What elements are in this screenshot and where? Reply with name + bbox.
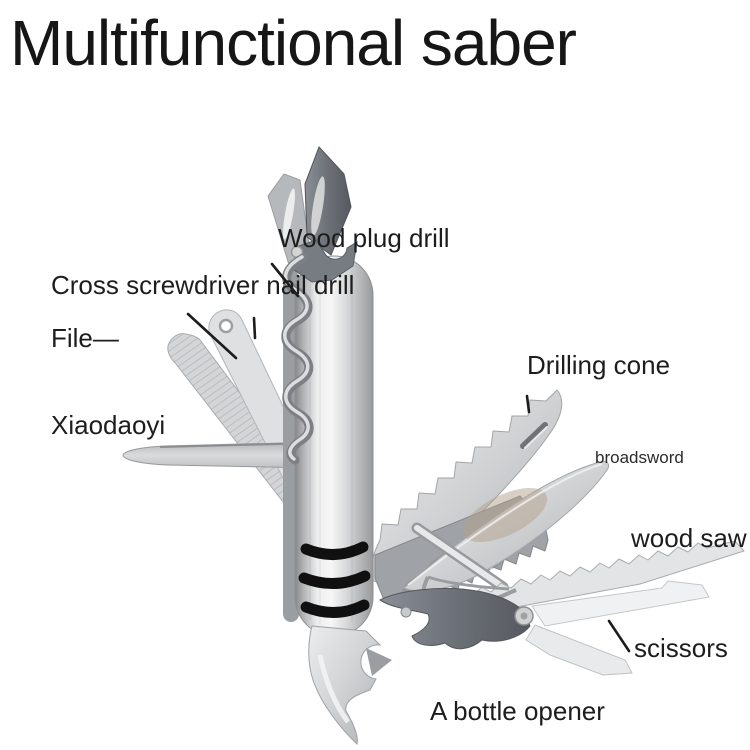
label-wood-saw: wood saw — [631, 523, 747, 553]
bottle-opener-tool — [308, 625, 382, 745]
label-file: File— — [51, 323, 119, 353]
leader-scissors — [607, 619, 631, 653]
scissors-upper-blade — [531, 580, 710, 627]
leader-drilling-cone — [525, 394, 531, 414]
label-scissors: scissors — [634, 633, 728, 663]
grip-lines — [298, 541, 371, 618]
leader-nail-drill — [252, 316, 257, 340]
label-xiaodaoyi: Xiaodaoyi — [51, 410, 166, 440]
toothpick-bar — [411, 522, 509, 593]
leader-cross-screwdriver — [186, 312, 238, 360]
small-knife-blade — [122, 441, 321, 469]
scissors-rivet — [400, 606, 412, 618]
page-title: Multifunctional saber — [10, 7, 577, 79]
label-cross-screwdriver-nail-drill: Cross screwdriver nail drill — [51, 270, 355, 300]
label-wood-plug-drill: Wood plug drill — [278, 223, 450, 253]
scissors-tool — [366, 575, 710, 676]
scissors-lower-blade — [525, 624, 633, 676]
leader-wood-plug — [270, 262, 300, 298]
wood-plug-drill-tool — [304, 146, 352, 256]
lanyard-hole — [218, 318, 234, 334]
saw-slot — [520, 422, 548, 449]
label-broadsword: broadsword — [595, 448, 684, 467]
side-blade — [267, 173, 311, 269]
label-drilling-cone: Drilling cone — [527, 350, 671, 380]
can-opener-notch — [293, 239, 358, 283]
scissors-lever — [379, 588, 531, 650]
corkscrew — [281, 253, 314, 465]
scissors-small-piece — [366, 648, 392, 676]
wood-saw-blade — [451, 540, 745, 617]
label-bottle-opener: A bottle opener — [430, 696, 605, 726]
